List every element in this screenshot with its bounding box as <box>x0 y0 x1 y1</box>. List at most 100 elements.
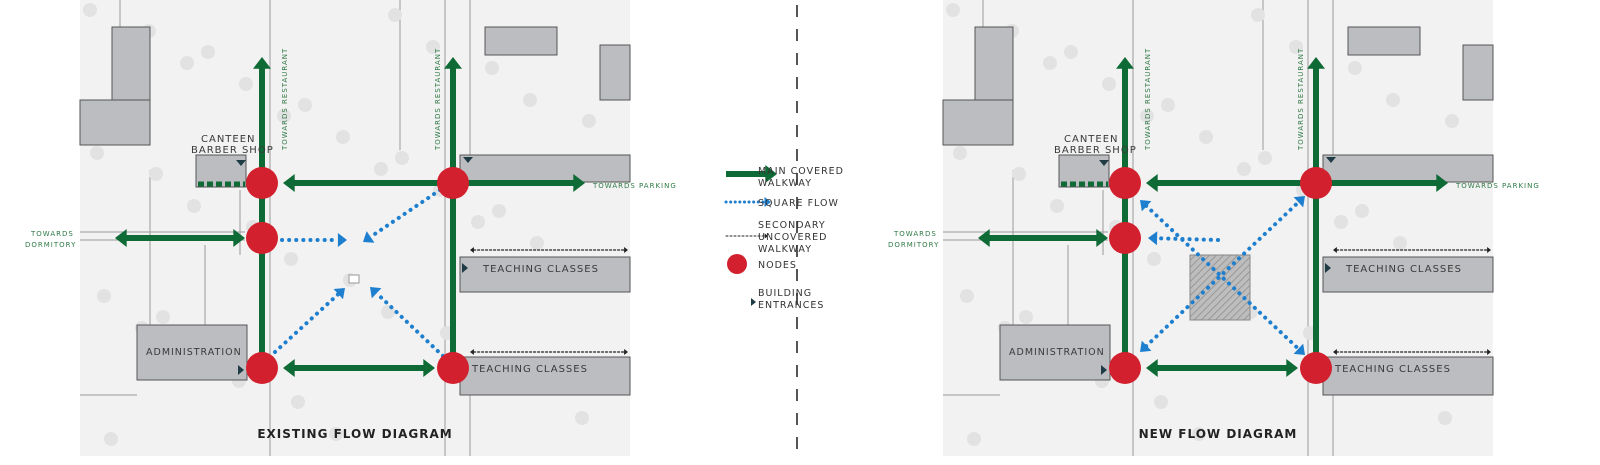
tree-shape <box>187 199 201 213</box>
tree-shape <box>374 162 388 176</box>
square-flow-line <box>367 188 442 240</box>
building-entrance-icon <box>1326 157 1336 163</box>
tree-shape <box>1043 56 1057 70</box>
square-flow-head-icon <box>1140 200 1152 212</box>
towards-parking-label: TOWARDS PARKING <box>1455 182 1540 190</box>
square-flow-line <box>1154 236 1220 242</box>
legend-label: NODES <box>758 260 797 271</box>
main-walkway-head-icon <box>1286 359 1298 377</box>
main-walkway-head-icon <box>1146 359 1158 377</box>
canteen-label: CANTEEN <box>1064 134 1119 145</box>
square-flow-head-icon <box>1148 231 1158 246</box>
building <box>1347 26 1421 56</box>
tree-shape <box>492 204 506 218</box>
tree-shape <box>1445 114 1459 128</box>
tree-shape <box>1334 215 1348 229</box>
towards-dormitory-label: TOWARDS <box>30 230 74 238</box>
square-flow-line <box>273 291 341 354</box>
building <box>459 356 631 396</box>
towards-restaurant-label: TOWARDS RESTAURANT <box>434 48 442 151</box>
secondary-walkway-head-icon <box>624 349 628 355</box>
legend-label: BUILDING <box>758 288 812 299</box>
building <box>942 99 1014 146</box>
square-flow-line <box>1144 199 1301 349</box>
secondary-walkway-head-icon <box>1333 247 1337 253</box>
secondary-walkway-head-icon <box>624 247 628 253</box>
towards-restaurant-label: TOWARDS RESTAURANT <box>1297 48 1305 151</box>
building <box>459 256 631 293</box>
tree-shape <box>239 77 253 91</box>
tree-shape <box>426 40 440 54</box>
central-square <box>1189 254 1251 321</box>
tree-shape <box>1140 109 1154 123</box>
tree-shape <box>1251 8 1265 22</box>
towards-dormitory-label: DORMITORY <box>25 241 76 249</box>
building <box>1462 44 1494 101</box>
main-walkway-head-icon <box>1096 229 1108 247</box>
tree-shape <box>284 252 298 266</box>
legend-label: UNCOVERED <box>758 232 827 243</box>
secondary-walkway-head-icon <box>470 349 474 355</box>
tree-shape <box>388 8 402 22</box>
tree-shape <box>329 427 343 441</box>
administration-label: ADMINISTRATION <box>146 347 242 358</box>
square-flow-head-icon <box>333 288 345 300</box>
square-flow-head-icon <box>337 233 347 247</box>
building-entrance-icon <box>236 160 246 166</box>
building-entrance-icon <box>462 263 468 273</box>
teaching-classes-label: TEACHING CLASSES <box>471 364 588 375</box>
legend-item: SQUARE FLOW <box>724 197 838 209</box>
legend-label: MAIN COVERED <box>758 166 844 177</box>
main-walkway-head-icon <box>233 229 245 247</box>
square-marker <box>348 274 360 284</box>
node-icon <box>1109 167 1141 199</box>
towards-dormitory-label: DORMITORY <box>888 241 939 249</box>
tree-shape <box>90 146 104 160</box>
square-flow-head-icon <box>1293 196 1305 208</box>
main-walkway-head-icon <box>573 174 585 192</box>
tree-shape <box>530 236 544 250</box>
main-walkway-head-icon <box>115 229 127 247</box>
tree-shape <box>1154 395 1168 409</box>
towards-parking-label: TOWARDS PARKING <box>592 182 677 190</box>
legend-node-icon <box>727 254 747 274</box>
tree-shape <box>471 215 485 229</box>
tree-shape <box>1348 61 1362 75</box>
legend-label: WALKWAY <box>758 178 812 189</box>
tree-shape <box>953 146 967 160</box>
secondary-walkway-head-icon <box>1333 349 1337 355</box>
teaching-classes-label: TEACHING CLASSES <box>1334 364 1451 375</box>
tree-shape <box>277 109 291 123</box>
node-icon <box>246 352 278 384</box>
tree-shape <box>523 93 537 107</box>
building <box>1322 256 1494 293</box>
main-walkway-head-icon <box>978 229 990 247</box>
building <box>599 44 631 101</box>
building <box>79 99 151 146</box>
legend-label: ENTRANCES <box>758 300 824 311</box>
secondary-walkway-head-icon <box>1487 247 1491 253</box>
tree-shape <box>336 130 350 144</box>
tree-shape <box>946 3 960 17</box>
legend-label: WALKWAY <box>758 244 812 255</box>
towards-restaurant-label: TOWARDS RESTAURANT <box>1144 48 1152 151</box>
barber-shop-label: BARBER SHOP <box>191 145 274 156</box>
tree-shape <box>83 3 97 17</box>
building-entrance-icon <box>1099 160 1109 166</box>
tree-shape <box>1050 199 1064 213</box>
main-walkway-head-icon <box>423 359 435 377</box>
tree-shape <box>1199 130 1213 144</box>
building <box>1322 154 1494 183</box>
tree-shape <box>1386 93 1400 107</box>
square-flow-head-icon <box>363 231 375 243</box>
square-flow-head-icon <box>1293 343 1305 355</box>
tree-shape <box>582 114 596 128</box>
tree-shape <box>1102 77 1116 91</box>
tree-shape <box>960 289 974 303</box>
tree-shape <box>1237 162 1251 176</box>
